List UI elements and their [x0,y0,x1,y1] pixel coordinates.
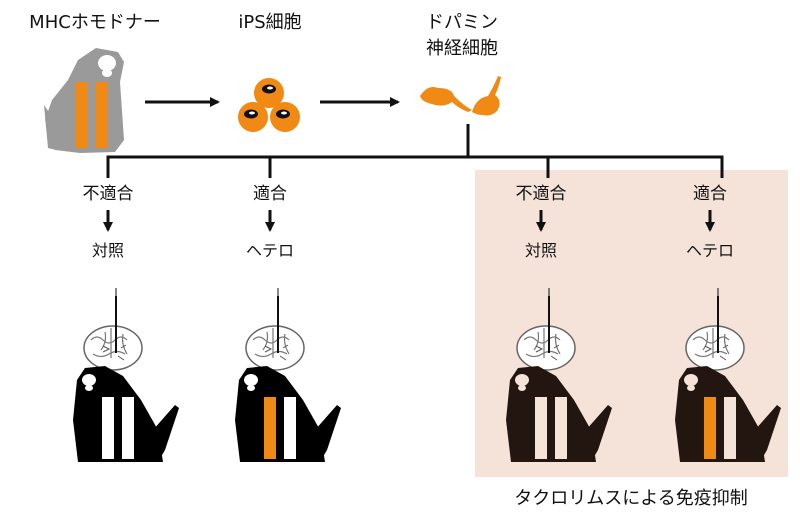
neuron-label-line1: ドパミン [426,12,498,33]
brain-electrode-icon [83,287,143,371]
recipient-haplotype-bar-1 [535,397,547,459]
donor-haplotype-bar-1 [76,82,88,148]
recipient-haplotype-bar-2 [724,397,736,459]
recipient-monkey-1 [73,287,179,462]
recipient-monkey-3 [506,287,612,462]
ips-cells-icon [238,78,300,132]
recipient-haplotype-bar-1 [704,397,716,459]
branch-1-group-label: 対照 [91,241,125,260]
ips-label: iPS細胞 [238,12,302,33]
recipient-haplotype-bar-2 [122,397,134,459]
branch-4-match-label: 適合 [693,184,727,204]
donor-label: MHCホモドナー [29,12,161,33]
recipient-haplotype-bar-2 [284,397,296,459]
recipient-monkey-2 [235,287,341,462]
branch-lines [106,124,724,178]
recipient-haplotype-bar-1 [102,397,114,459]
recipient-monkey-4 [675,287,781,462]
immunosuppression-caption: タクロリムスによる免疫抑制 [514,488,748,509]
donor-haplotype-bar-2 [96,82,108,148]
recipient-haplotype-bar-2 [555,397,567,459]
neuron-label-line2: 神経細胞 [426,38,498,59]
branch-2-group-label: ヘテロ [245,241,295,260]
brain-electrode-icon [685,287,745,371]
donor-monkey-icon [44,48,124,153]
recipient-haplotype-bar-1 [264,397,276,459]
brain-electrode-icon [516,287,576,371]
branch-4-group-label: ヘテロ [685,241,735,260]
dopamine-neuron-icon [420,76,501,116]
branch-3-match-label: 不適合 [515,184,567,204]
branch-1-match-label: 不適合 [82,184,134,204]
branch-2-match-label: 適合 [253,184,287,204]
branch-3-group-label: 対照 [524,241,558,260]
brain-electrode-icon [245,287,305,371]
